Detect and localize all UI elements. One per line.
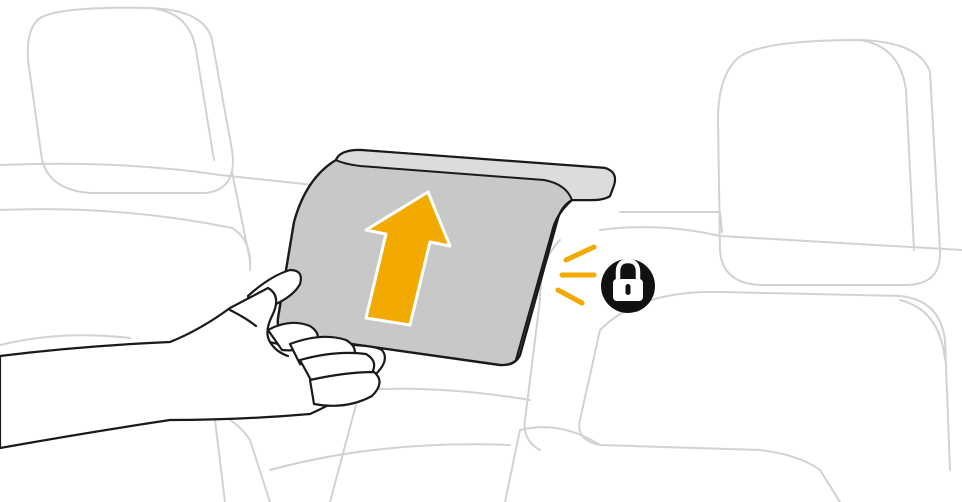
right-headrest — [718, 40, 940, 285]
lock-icon — [601, 259, 655, 313]
armrest — [278, 150, 615, 365]
click-rays-icon — [558, 247, 594, 303]
hand-finger-4 — [310, 372, 380, 406]
